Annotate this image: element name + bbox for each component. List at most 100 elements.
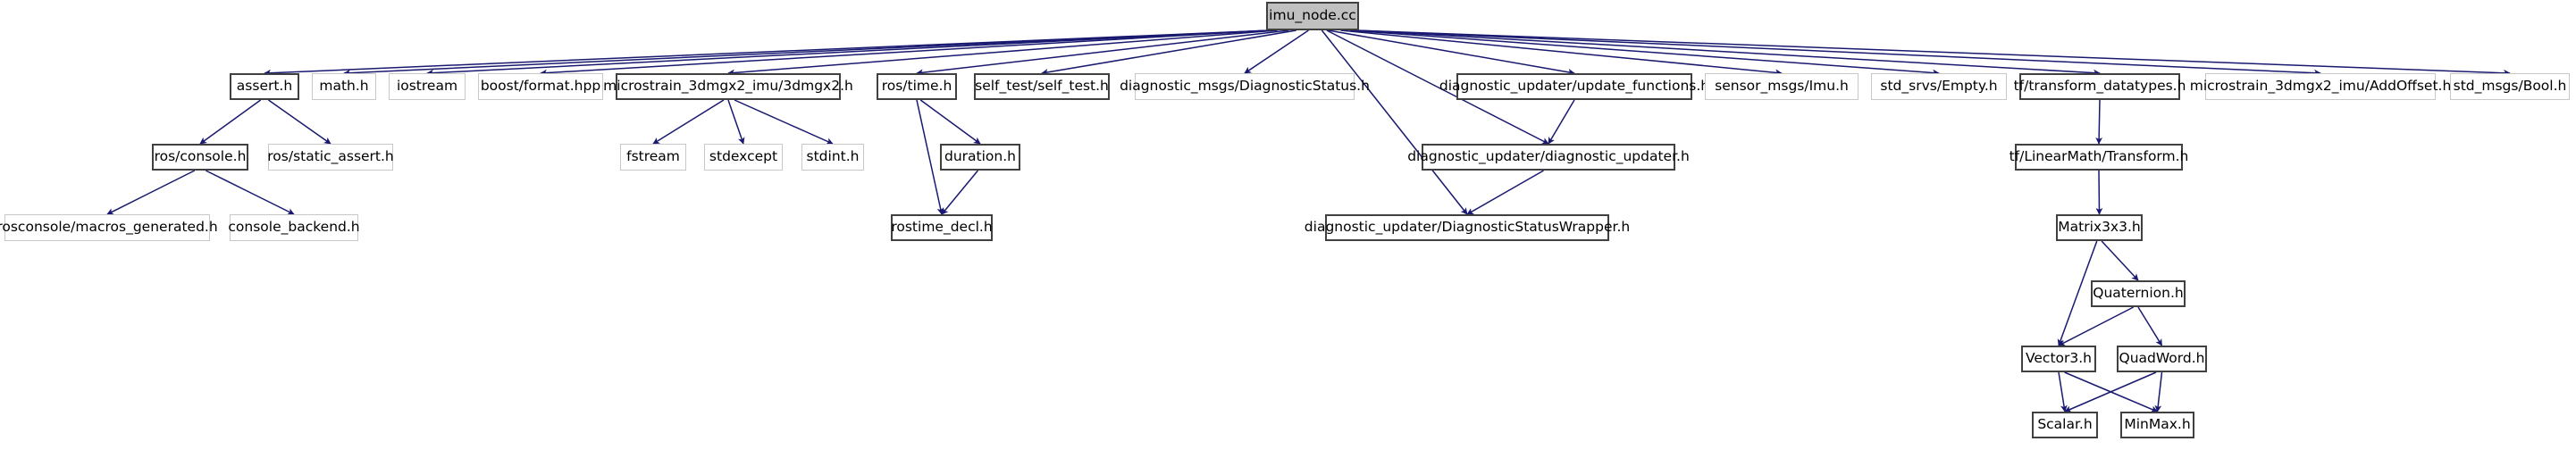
graph-node-label: diagnostic_updater/update_functions.h — [1439, 78, 1710, 95]
graph-node-minmax[interactable]: MinMax.h — [2120, 412, 2194, 438]
graph-node-matrix3x3[interactable]: Matrix3x3.h — [2056, 214, 2143, 241]
graph-edge-assert-to-ros_console — [199, 99, 262, 145]
graph-node-scalar[interactable]: Scalar.h — [2032, 412, 2098, 438]
graph-edge-imu_node-to-add_offset — [1355, 29, 2321, 77]
graph-edge-imu_node-to-diag_status_wrapper — [1321, 29, 1468, 215]
graph-node-label: iostream — [396, 78, 458, 95]
graph-node-label: sensor_msgs/Imu.h — [1715, 78, 1849, 95]
graph-edge-imu_node-to-std_msgs_bool — [1355, 29, 2511, 77]
graph-node-label: duration.h — [944, 148, 1016, 165]
graph-node-label: ros/time.h — [881, 78, 952, 95]
graph-node-label: diagnostic_updater/DiagnosticStatusWrapp… — [1304, 219, 1631, 236]
graph-node-math[interactable]: math.h — [312, 73, 376, 100]
graph-edge-diagnostic_updater-to-diag_status_wrapper — [1466, 170, 1544, 215]
graph-node-label: ros/console.h — [154, 148, 247, 165]
graph-edge-imu_node-to-math — [343, 29, 1271, 77]
graph-node-label: math.h — [319, 78, 369, 95]
graph-node-ros_console[interactable]: ros/console.h — [152, 144, 248, 171]
graph-node-label: stdexcept — [709, 148, 778, 165]
graph-node-std_srvs_empty[interactable]: std_srvs/Empty.h — [1871, 73, 2007, 100]
graph-edge-quaternion-to-vector3 — [2058, 306, 2135, 346]
graph-edge-imu_node-to-sensor_msgs_imu — [1340, 29, 1783, 77]
graph-edge-matrix3x3-to-quaternion — [2101, 240, 2139, 281]
graph-node-label: diagnostic_msgs/DiagnosticStatus.h — [1120, 78, 1370, 95]
graph-node-label: console_backend.h — [228, 219, 360, 236]
graph-edge-tf_transform-to-matrix3x3 — [2095, 170, 2103, 215]
graph-node-label: diagnostic_updater/diagnostic_updater.h — [1407, 148, 1690, 165]
graph-edge-vector3-to-scalar — [2058, 371, 2068, 412]
graph-node-label: stdint.h — [806, 148, 860, 165]
graph-edge-ros_time-to-duration — [919, 99, 981, 145]
graph-edge-imu_node-to-microstrain_3dmgx2 — [727, 29, 1278, 77]
graph-node-label: std_msgs/Bool.h — [2453, 78, 2567, 95]
graph-edge-quaternion-to-quadword — [2137, 306, 2163, 346]
graph-node-update_functions[interactable]: diagnostic_updater/update_functions.h — [1439, 73, 1709, 100]
graph-node-label: std_srvs/Empty.h — [1880, 78, 1998, 95]
graph-node-quadword[interactable]: QuadWord.h — [2117, 346, 2207, 372]
graph-edge-imu_node-to-ros_time — [916, 29, 1289, 77]
graph-node-stdexcept[interactable]: stdexcept — [704, 144, 783, 171]
graph-node-tf_transform_datatypes[interactable]: tf/transform_datatypes.h — [2014, 73, 2186, 100]
graph-edge-microstrain_3dmgx2-to-stdexcept — [727, 99, 745, 145]
graph-node-label: tf/LinearMath/Transform.h — [2009, 148, 2189, 165]
graph-node-diag_status_wrapper[interactable]: diagnostic_updater/DiagnosticStatusWrapp… — [1305, 214, 1630, 241]
graph-node-label: microstrain_3dmgx2_imu/3dmgx2.h — [603, 78, 853, 95]
graph-edge-imu_node-to-tf_transform_datatypes — [1355, 29, 2101, 77]
graph-edge-imu_node-to-std_srvs_empty — [1350, 29, 1940, 77]
graph-node-label: QuadWord.h — [2119, 350, 2205, 367]
graph-node-label: rostime_decl.h — [891, 219, 993, 236]
graph-edge-tf_transform_datatypes-to-tf_transform — [2095, 99, 2103, 145]
graph-node-label: Vector3.h — [2025, 350, 2092, 367]
graph-edge-matrix3x3-to-vector3 — [2057, 240, 2098, 346]
graph-node-assert[interactable]: assert.h — [230, 73, 299, 100]
graph-edge-assert-to-ros_static_assert — [268, 99, 331, 145]
graph-node-rostime_decl[interactable]: rostime_decl.h — [891, 214, 993, 241]
graph-node-stdint[interactable]: stdint.h — [801, 144, 864, 171]
graph-node-label: MinMax.h — [2124, 416, 2191, 433]
graph-node-label: boost/format.hpp — [480, 78, 601, 95]
graph-node-microstrain_3dmgx2[interactable]: microstrain_3dmgx2_imu/3dmgx2.h — [603, 73, 853, 100]
graph-edge-ros_console-to-rosconsole_macros — [106, 170, 196, 215]
graph-node-std_msgs_bool[interactable]: std_msgs/Bool.h — [2450, 73, 2570, 100]
graph-edge-microstrain_3dmgx2-to-stdint — [734, 99, 834, 145]
graph-edge-quadword-to-minmax — [2154, 371, 2163, 412]
graph-node-diagnostic_updater[interactable]: diagnostic_updater/diagnostic_updater.h — [1407, 144, 1690, 171]
graph-edge-imu_node-to-self_test — [1041, 29, 1296, 76]
graph-node-sensor_msgs_imu[interactable]: sensor_msgs/Imu.h — [1705, 73, 1859, 100]
graph-node-label: imu_node.cc — [1269, 7, 1356, 24]
graph-node-label: self_test/self_test.h — [975, 78, 1109, 95]
graph-edge-imu_node-to-iostream — [426, 29, 1271, 77]
graph-node-label: Quaternion.h — [2093, 285, 2184, 302]
graph-node-label: Matrix3x3.h — [2058, 219, 2141, 236]
graph-node-boost_format[interactable]: boost/format.hpp — [478, 73, 603, 100]
graph-node-add_offset[interactable]: microstrain_3dmgx2_imu/AddOffset.h — [2190, 73, 2451, 100]
graph-node-label: fstream — [626, 148, 680, 165]
graph-edge-update_functions-to-diagnostic_updater — [1548, 99, 1575, 145]
graph-node-ros_static_assert[interactable]: ros/static_assert.h — [267, 144, 394, 171]
graph-node-fstream[interactable]: fstream — [620, 144, 686, 171]
graph-node-tf_transform[interactable]: tf/LinearMath/Transform.h — [2010, 144, 2188, 171]
graph-edge-imu_node-to-update_functions — [1328, 29, 1575, 76]
graph-node-self_test[interactable]: self_test/self_test.h — [974, 73, 1110, 100]
graph-edge-duration-to-rostime_decl — [941, 170, 978, 215]
graph-edge-quadword-to-scalar — [2064, 371, 2157, 412]
graph-node-console_backend[interactable]: console_backend.h — [228, 214, 360, 241]
graph-edge-ros_console-to-console_backend — [205, 170, 295, 215]
graph-node-label: ros/static_assert.h — [267, 148, 394, 165]
graph-node-duration[interactable]: duration.h — [940, 144, 1020, 171]
graph-node-label: Scalar.h — [2037, 416, 2093, 433]
graph-node-diagnostic_msgs_status[interactable]: diagnostic_msgs/DiagnosticStatus.h — [1120, 73, 1370, 100]
graph-edge-ros_time-to-rostime_decl — [916, 99, 944, 215]
graph-node-ros_time[interactable]: ros/time.h — [877, 73, 957, 100]
graph-node-vector3[interactable]: Vector3.h — [2021, 346, 2096, 372]
graph-edge-microstrain_3dmgx2-to-fstream — [652, 99, 725, 145]
graph-edge-imu_node-to-boost_format — [540, 29, 1271, 77]
graph-node-quaternion[interactable]: Quaternion.h — [2091, 280, 2186, 307]
graph-node-rosconsole_macros[interactable]: rosconsole/macros_generated.h — [0, 214, 218, 241]
graph-node-label: rosconsole/macros_generated.h — [0, 219, 218, 236]
graph-node-label: assert.h — [236, 78, 293, 95]
graph-node-iostream[interactable]: iostream — [389, 73, 466, 100]
graph-edge-imu_node-to-diagnostic_updater — [1326, 29, 1549, 145]
graph-node-imu_node[interactable]: imu_node.cc — [1266, 2, 1359, 30]
